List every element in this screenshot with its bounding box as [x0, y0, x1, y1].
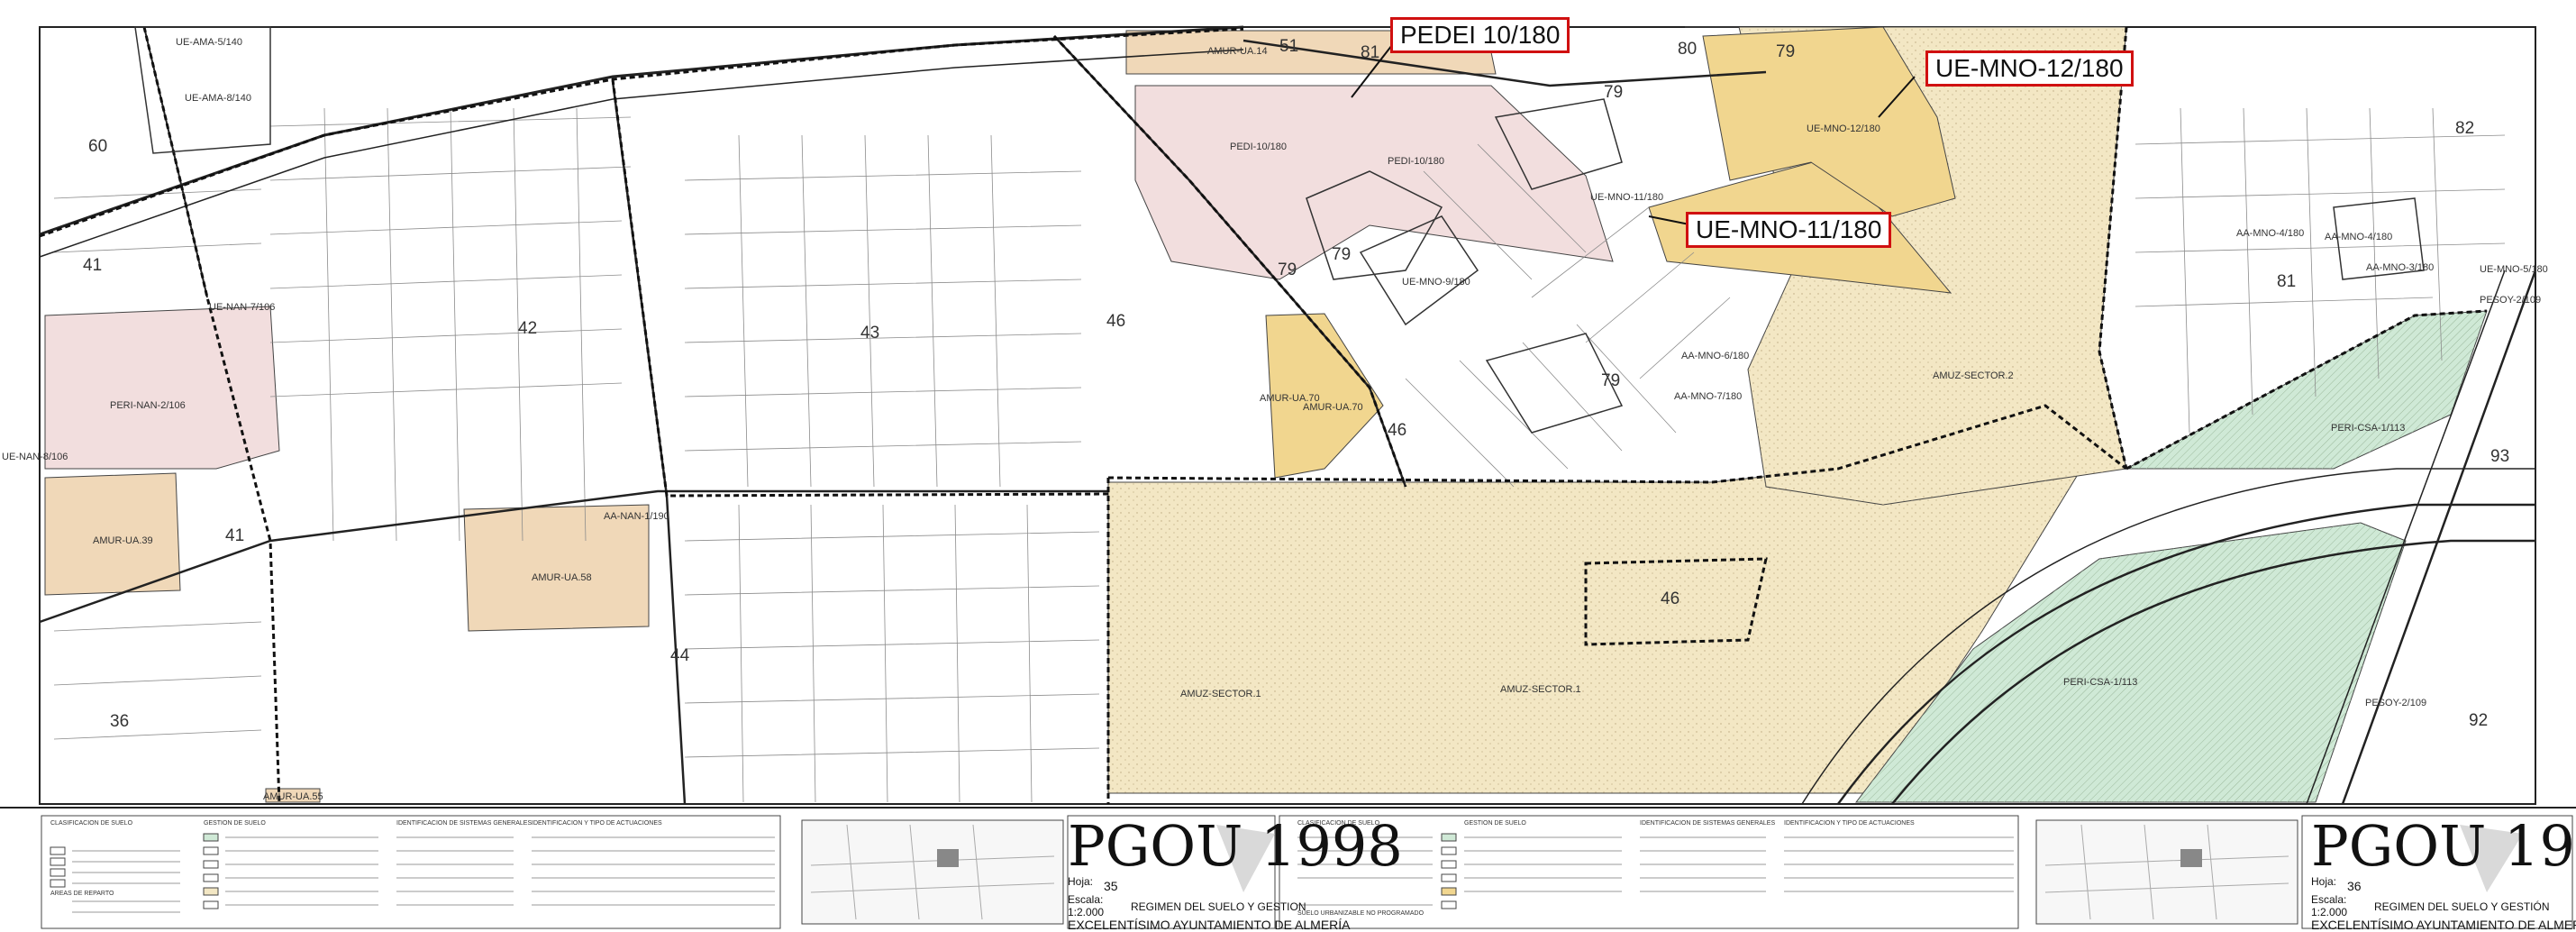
block-number-46-c: 46 — [1661, 589, 1679, 608]
zone-label-aa-mno-4-b: AA-MNO-4/180 — [2325, 232, 2392, 242]
block-number-81-b: 81 — [2277, 272, 2296, 291]
location-thumbnail-1 — [801, 819, 1064, 925]
legend-actuaciones-2: IDENTIFICACION Y TIPO DE ACTUACIONES — [1784, 820, 1915, 827]
sheet-hoja-label-2: Hoja: — [2311, 875, 2336, 888]
sheet-escala-label-2: Escala: — [2311, 893, 2346, 906]
legend-gestion: GESTION DE SUELO — [204, 820, 266, 827]
zone-label-peri-nan-2: PERI-NAN-2/106 — [110, 400, 186, 411]
zone-labels: UE-AMA-5/140 UE-AMA-8/140 UE-NAN-7/106 P… — [2, 37, 2548, 802]
block-number-93: 93 — [2490, 447, 2509, 466]
block-number-79-b: 79 — [1604, 83, 1623, 102]
zone-label-ue-mno-5: UE-MNO-5/180 — [2480, 264, 2548, 275]
location-thumbnail-2 — [2035, 819, 2298, 925]
block-number-44: 44 — [670, 646, 690, 665]
zone-label-ue-nan-7: UE-NAN-7/106 — [209, 302, 275, 313]
zone-label-aa-mno-7: AA-MNO-7/180 — [1674, 391, 1742, 402]
unit-boundaries — [134, 26, 2425, 434]
callout-pedei-10-180: PEDEI 10/180 — [1390, 17, 1570, 53]
legend-actuaciones: IDENTIFICACION Y TIPO DE ACTUACIONES — [532, 820, 662, 827]
sheet-escala-1: 1:2.000 — [1068, 906, 1104, 918]
block-number-80: 80 — [1678, 40, 1697, 59]
legend-clasificacion: CLASIFICACION DE SUELO — [50, 820, 133, 827]
block-number-81-a: 81 — [1361, 43, 1379, 62]
block-number-79-c: 79 — [1278, 260, 1297, 279]
sheet-escala-label-1: Escala: — [1068, 893, 1103, 906]
legend-sunp-note: SUELO URBANIZABLE NO PROGRAMADO — [1297, 910, 1425, 917]
zone-label-amur-ua-55: AMUR-UA.55 — [263, 791, 323, 802]
zone-label-amuz-sector-2: AMUZ-SECTOR.2 — [1933, 370, 2014, 381]
zone-label-peri-csa-1-b: PERI-CSA-1/113 — [2063, 677, 2137, 688]
zone-label-ue-ama-5: UE-AMA-5/140 — [176, 37, 242, 48]
block-number-46-a: 46 — [1106, 312, 1125, 331]
zone-label-amuz-sector-1-a: AMUZ-SECTOR.1 — [1180, 689, 1261, 699]
sheet-regimen-1: REGIMEN DEL SUELO Y GESTION — [1131, 900, 1306, 913]
block-number-60: 60 — [88, 137, 107, 156]
sheet-title-1: PGOU 1998 — [1068, 813, 1403, 879]
zone-label-amur-ua-39: AMUR-UA.39 — [93, 535, 153, 546]
zone-label-aa-mno-4-a: AA-MNO-4/180 — [2236, 228, 2304, 239]
zone-label-amur-ua-70-a: AMUR-UA.70 — [1260, 393, 1320, 404]
callout-ue-mno-11-180: UE-MNO-11/180 — [1686, 212, 1892, 248]
legend-sistemas: IDENTIFICACION DE SISTEMAS GENERALES — [396, 820, 532, 827]
sheet-ayuntamiento-1: EXCELENTÍSIMO AYUNTAMIENTO DE ALMERÍA — [1068, 918, 1351, 932]
zone-label-amur-ua-58: AMUR-UA.58 — [532, 572, 592, 583]
sheet-regimen-2: REGIMEN DEL SUELO Y GESTIÓN — [2374, 900, 2550, 913]
legend-gestion-2: GESTION DE SUELO — [1464, 820, 1526, 827]
legend-clasificacion-2: CLASIFICACION DE SUELO — [1297, 820, 1380, 827]
zone-label-ue-mno-9: UE-MNO-9/180 — [1402, 277, 1470, 288]
street-grid — [53, 107, 2506, 803]
sheet-hoja-number-2: 36 — [2347, 879, 2362, 893]
sheet-ayuntamiento-2: EXCELENTÍSIMO AYUNTAMIENTO DE ALMERÍA — [2311, 918, 2576, 932]
zone-label-ue-ama-8: UE-AMA-8/140 — [185, 93, 251, 104]
block-number-79-e: 79 — [1601, 371, 1620, 390]
block-number-79-d: 79 — [1332, 245, 1351, 264]
block-number-42: 42 — [518, 319, 537, 338]
area-boundaries — [39, 26, 2488, 805]
block-number-46-b: 46 — [1388, 421, 1406, 440]
block-number-82: 82 — [2455, 119, 2474, 138]
zone-label-pedi-10-b: PEDI-10/180 — [1388, 156, 1444, 167]
block-number-43: 43 — [860, 324, 879, 343]
block-number-51: 51 — [1279, 37, 1298, 56]
zone-label-ue-nan-8: UE-NAN-8/106 — [2, 452, 68, 462]
block-number-41-a: 41 — [83, 256, 102, 275]
zone-label-aa-mno-6: AA-MNO-6/180 — [1681, 351, 1749, 361]
block-numbers: 60 41 41 42 43 44 36 46 46 46 81 81 51 8… — [83, 37, 2509, 731]
zone-fills — [44, 26, 2488, 803]
sheet-escala-2: 1:2.000 — [2311, 906, 2347, 918]
block-number-36: 36 — [110, 712, 129, 731]
block-number-79-a: 79 — [1776, 42, 1795, 61]
zone-label-aa-mno-3: AA-MNO-3/180 — [2366, 262, 2434, 273]
block-number-41-b: 41 — [225, 526, 244, 545]
zone-label-aa-nan-1: AA-NAN-1/190 — [604, 511, 669, 522]
callout-ue-mno-12-180: UE-MNO-12/180 — [1925, 50, 2134, 87]
block-number-92: 92 — [2469, 711, 2488, 730]
sheet-hoja-number-1: 35 — [1104, 879, 1118, 893]
legend-areas-reparto: AREAS DE REPARTO — [50, 891, 114, 897]
zone-label-pesoy-2-b: PESOY-2/109 — [2365, 698, 2426, 708]
zone-label-ue-mno-12: UE-MNO-12/180 — [1807, 123, 1880, 134]
legend-panel — [0, 807, 2576, 932]
zone-label-amur-ua-14: AMUR-UA.14 — [1207, 46, 1268, 57]
sheet-title-2: PGOU 1998 — [2311, 813, 2576, 879]
zone-label-amuz-sector-1-b: AMUZ-SECTOR.1 — [1500, 684, 1581, 695]
zone-label-amur-ua-70-b: AMUR-UA.70 — [1303, 402, 1363, 413]
zone-label-pedi-10-a: PEDI-10/180 — [1230, 142, 1287, 152]
zone-label-ue-mno-11: UE-MNO-11/180 — [1590, 192, 1663, 203]
zone-label-pesoy-2-a: PESOY-2/109 — [2480, 295, 2541, 306]
legend-sistemas-2: IDENTIFICACION DE SISTEMAS GENERALES — [1640, 820, 1775, 827]
sheet-hoja-label-1: Hoja: — [1068, 875, 1093, 888]
zone-label-peri-csa-1-a: PERI-CSA-1/113 — [2331, 423, 2405, 434]
